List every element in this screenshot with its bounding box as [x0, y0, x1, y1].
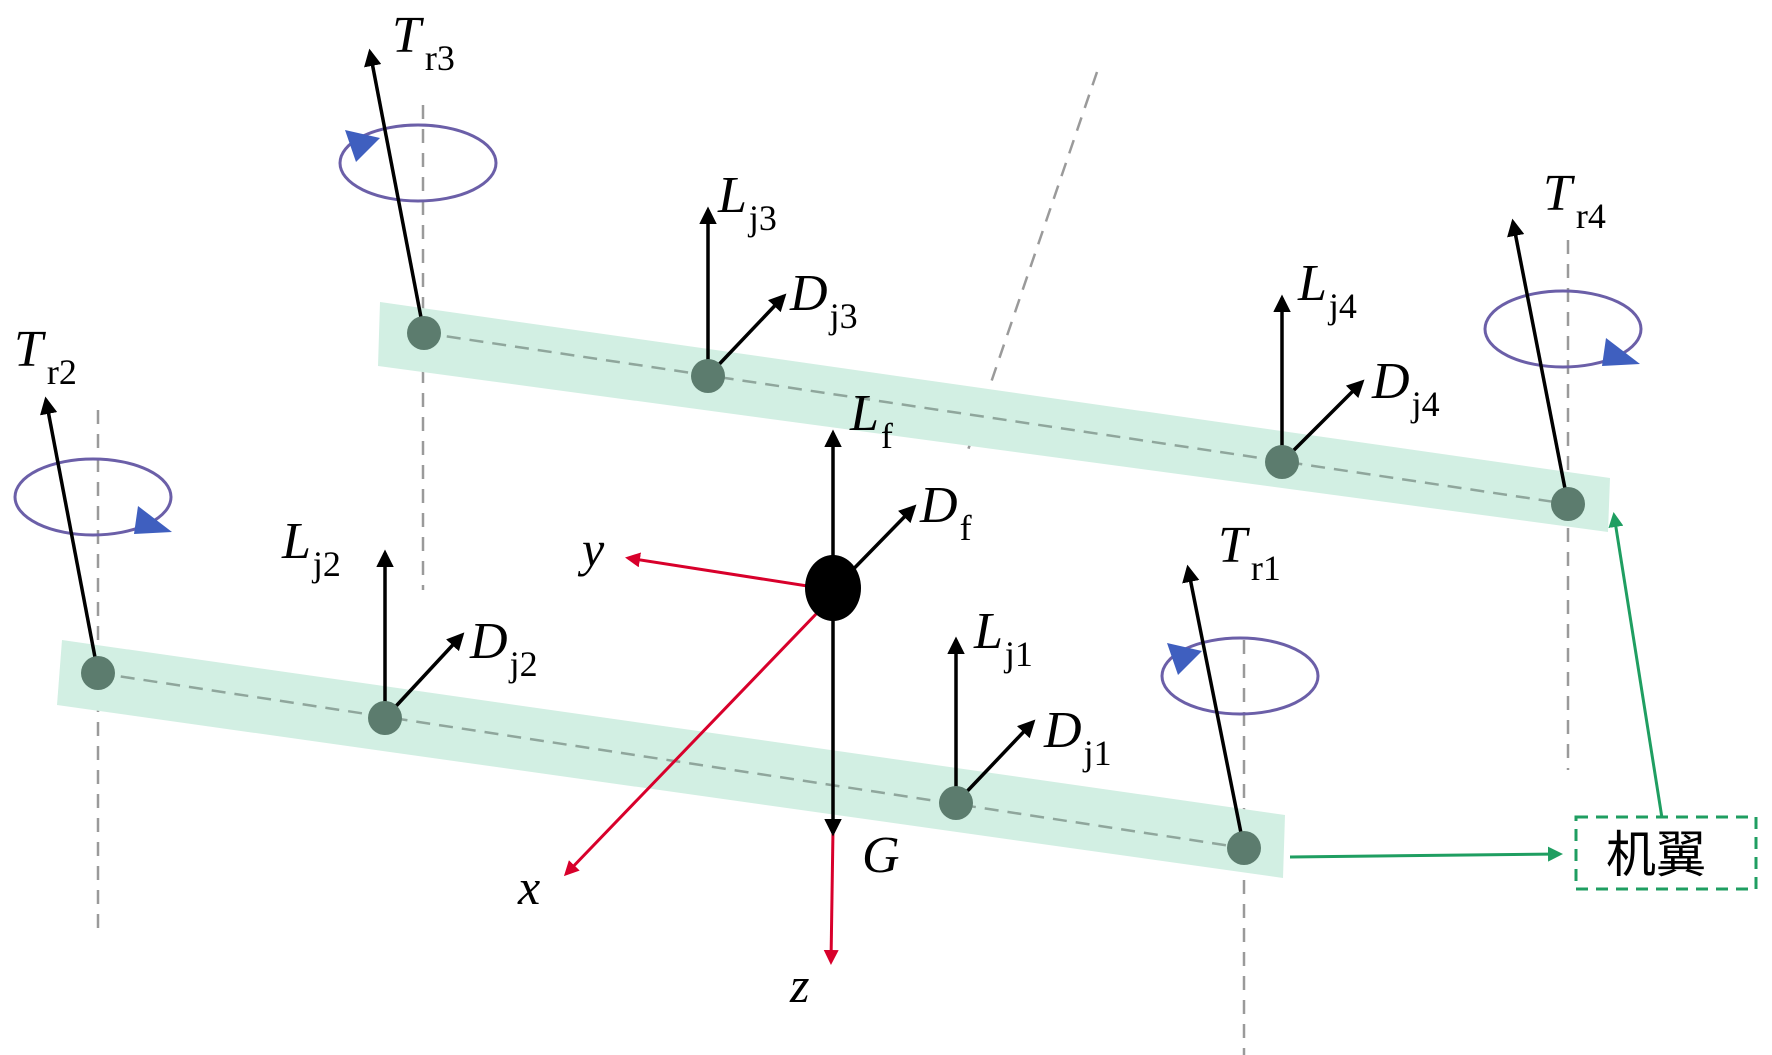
front-wing-axis: [97, 671, 1245, 850]
thrust-arrow-r1: [1182, 564, 1246, 849]
drag-arrow-j1: [954, 719, 1036, 805]
thrust-arrow-r4: [1507, 218, 1570, 505]
drag-arrow-j2: [383, 632, 465, 720]
thrust-arrow-r3: [364, 48, 426, 334]
rotor-node-r4: [1551, 487, 1585, 521]
rotation-ring-r4: [1483, 289, 1643, 369]
rotation-ring-r3: [338, 123, 498, 203]
rear-wing-axis: [423, 331, 1569, 506]
joint-node-j4: [1265, 445, 1299, 479]
axis-x-arrow: [563, 610, 820, 877]
drag-arrow-j3: [706, 293, 787, 378]
rotation-ring-r2: [13, 457, 173, 537]
label-drag-j3: Dj3: [789, 265, 858, 336]
label-axis-x: x: [517, 859, 540, 915]
rotor-node-r3: [407, 316, 441, 350]
drag-arrow-j4: [1280, 379, 1365, 464]
nodes: [81, 316, 1585, 865]
circular-arrow-icon: [134, 506, 172, 534]
rotation-rings: [13, 123, 1643, 716]
legend-arrow-rear: [1608, 512, 1664, 819]
label-drag-j1: Dj1: [1043, 702, 1112, 773]
label-lift-j1: Lj1: [973, 603, 1033, 674]
joint-node-j3: [691, 359, 725, 393]
rotation-heads: [134, 130, 1640, 675]
label-lift-j2: Lj2: [281, 513, 341, 584]
label-lift-j3: Lj3: [717, 167, 777, 238]
label-axis-z: z: [789, 957, 809, 1013]
front-wing-band: [57, 640, 1285, 878]
joint-force-arrows: [376, 206, 1365, 805]
label-lift-j4: Lj4: [1297, 255, 1357, 326]
body-axes: [563, 552, 839, 965]
thrust-arrow-r2: [40, 396, 100, 674]
axis-z-arrow: [823, 829, 839, 965]
axis-y-arrow: [625, 552, 834, 592]
label-drag-j4: Dj4: [1371, 353, 1440, 424]
rear-wing: [378, 302, 1610, 532]
label-gravity: G: [862, 827, 900, 884]
front-wing: [57, 640, 1285, 878]
label-axis-y: y: [577, 521, 605, 577]
legend-arrow-front: [1289, 846, 1563, 862]
rotor-node-r2: [81, 656, 115, 690]
rotor-node-r1: [1227, 831, 1261, 865]
label-drag-j2: Dj2: [469, 613, 538, 684]
joint-node-j2: [368, 701, 402, 735]
legend-frame: [1574, 815, 1758, 891]
circular-arrow-icon: [1602, 338, 1640, 366]
rotation-ring-r1: [1160, 636, 1320, 716]
legend-wing-label: 机翼: [1606, 826, 1706, 884]
circular-arrow-icon: [345, 130, 380, 162]
label-drag-body: Df: [919, 477, 972, 548]
circular-arrow-icon: [1167, 643, 1202, 675]
center-of-mass: [805, 555, 861, 621]
legend-arrows: [1289, 512, 1664, 862]
thrust-arrows: [40, 48, 1570, 849]
legend-box: 机翼: [1574, 815, 1758, 891]
joint-node-j1: [939, 786, 973, 820]
label-lift-body: Lf: [849, 385, 893, 456]
guide-line-diagonal: [966, 71, 1099, 451]
